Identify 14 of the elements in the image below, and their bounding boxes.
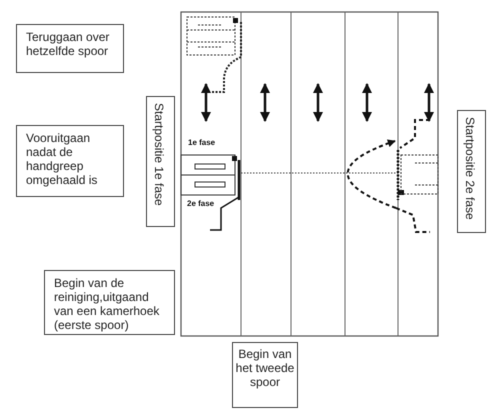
box-text: Teruggaan over hetzelfde spoor xyxy=(26,30,110,58)
phase-label: 2e fase xyxy=(187,199,214,208)
text-box xyxy=(16,24,124,73)
box-text: Begin van de reiniging,uitgaand van een kamerhoek (eerste spoor) xyxy=(54,276,160,332)
phase-label: 1e fase xyxy=(188,138,216,147)
text-box xyxy=(16,125,124,197)
text-box xyxy=(457,110,486,233)
text-box xyxy=(146,96,175,227)
box-text: Vooruitgaan nadat de handgreep omgehaald is xyxy=(26,131,98,187)
box-text: Startpositie 2e fase xyxy=(463,117,477,220)
box-text: Startpositie 1e fase xyxy=(152,103,166,206)
box-text: Begin van het tweede spoor xyxy=(235,347,295,389)
text-box xyxy=(44,270,175,335)
text-box xyxy=(232,342,298,408)
